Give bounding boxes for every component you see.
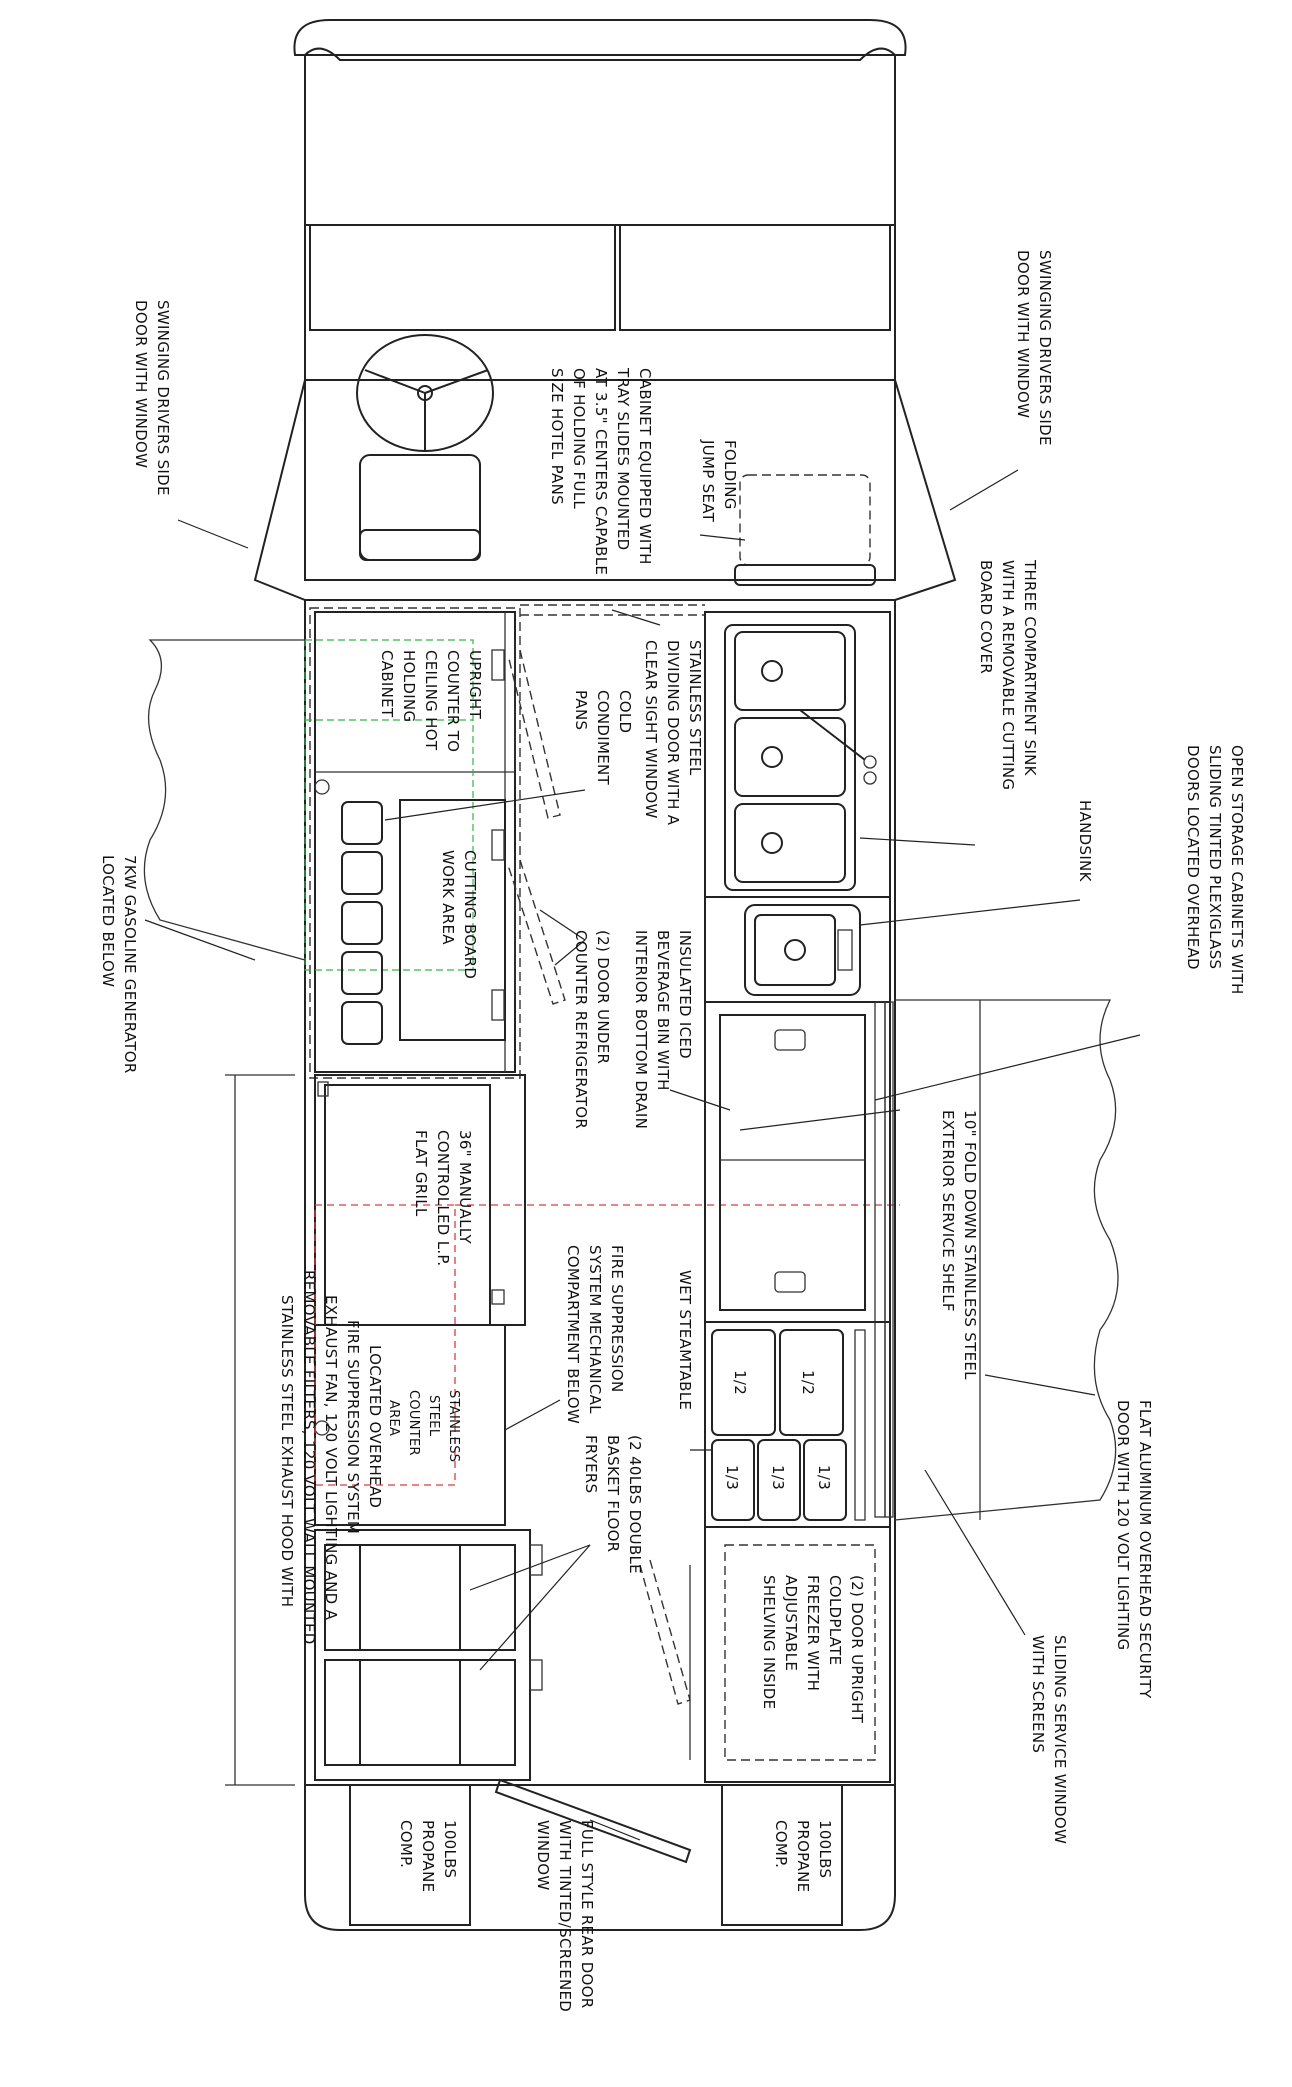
generator-label: 7KW GASOLINE GENERATOR LOCATED BELOW bbox=[99, 855, 139, 1079]
handsink bbox=[704, 896, 891, 1003]
fire-suppression-label: FIRE SUPPRESSION SYSTEM MECHANICAL COMPA… bbox=[564, 1245, 626, 1424]
exhaust-hood-outline bbox=[314, 1204, 456, 1486]
windshield-left bbox=[309, 224, 616, 331]
hot-holding-cabinet-label: UPRIGHT COUNTER TO CEILING HOT HOLDING C… bbox=[378, 650, 484, 757]
beverage-bin bbox=[704, 1001, 891, 1323]
fryers-label: (2 40LBS DOUBLE BASKET FLOOR FRYERS bbox=[582, 1435, 644, 1579]
fryers bbox=[314, 1529, 543, 1781]
jump-seat bbox=[734, 474, 876, 586]
driver-door-right-label: SWINGING DRIVERS SIDE DOOR WITH WINDOW bbox=[1014, 250, 1054, 451]
security-door-break-outline bbox=[894, 999, 1119, 1521]
condiment-pans bbox=[341, 801, 383, 1045]
service-window-label: SLIDING SERVICE WINDOW WITH SCREENS bbox=[1029, 1635, 1069, 1849]
open-storage-label: OPEN STORAGE CABINETS WITH SLIDING TINTE… bbox=[1184, 745, 1246, 1000]
hot-holding-cabinet-outline bbox=[304, 639, 474, 971]
flat-grill-label: 36" MANUALLY CONTROLLED L.P. FLAT GRILL bbox=[412, 1130, 474, 1272]
rear-door bbox=[494, 1778, 692, 1864]
steamtable-label: WET STEAMTABLE bbox=[676, 1270, 694, 1410]
three-compartment-sink-label: THREE COMPARTMENT SINK WITH A REMOVABLE … bbox=[977, 559, 1039, 795]
steering-wheel-icon bbox=[356, 334, 494, 452]
refrigerator-doors bbox=[491, 640, 566, 1021]
propane-compartment-right bbox=[721, 1784, 843, 1926]
freezer-label: (2) DOOR UPRIGHT COLDPLATE FREEZER WITH … bbox=[760, 1575, 866, 1728]
handsink-label: HANDSINK bbox=[1076, 800, 1094, 883]
three-compartment-sink bbox=[704, 611, 891, 898]
driver-seat bbox=[359, 454, 481, 561]
refrigerator-label: (2) DOOR UNDER COUNTER REFRIGERATOR bbox=[572, 930, 612, 1129]
hood-dimension-line bbox=[225, 1074, 295, 1786]
truck-cab bbox=[253, 19, 957, 601]
counter-area-label: STAINLESS STEEL COUNTER AREA bbox=[386, 1390, 461, 1467]
service-shelf-label: 10" FOLD DOWN STAINLESS STEEL EXTERIOR S… bbox=[939, 1110, 979, 1385]
wet-steamtable bbox=[704, 1321, 891, 1528]
cutting-board-work-area bbox=[399, 799, 506, 1041]
rear-door-label: FULL STYLE REAR DOOR WITH TINTED/SCREENE… bbox=[534, 1820, 596, 2017]
truck-body bbox=[304, 599, 896, 1931]
condiment-pans-label: COLD CONDIMENT PANS bbox=[572, 690, 634, 790]
leader-lines bbox=[144, 469, 1141, 1841]
pan-third-label: 1/3 bbox=[769, 1465, 787, 1490]
freezer bbox=[639, 1526, 891, 1783]
service-window-outline bbox=[884, 1001, 894, 1518]
propane-left-label: 100LBS PROPANE COMP. bbox=[397, 1820, 459, 1898]
generator-break-outline bbox=[143, 639, 306, 961]
pan-third-label: 1/3 bbox=[815, 1465, 833, 1490]
pan-half-label: 1/2 bbox=[731, 1370, 749, 1395]
cutting-board-label: CUTTING BOARD WORK AREA bbox=[439, 850, 479, 984]
pan-half-label: 1/2 bbox=[799, 1370, 817, 1395]
jump-seat-label: FOLDING JUMP SEAT bbox=[699, 439, 739, 523]
hot-cabinet-note-label: CABINET EQUIPPED WITH TRAY SLIDES MOUNTE… bbox=[548, 367, 654, 580]
propane-right-label: 100LBS PROPANE COMP. bbox=[772, 1820, 834, 1898]
security-door-label: FLAT ALUMINUM OVERHEAD SECURITY DOOR WIT… bbox=[1114, 1400, 1154, 1704]
service-shelf-outline bbox=[874, 1001, 886, 1518]
windshield-right bbox=[619, 224, 891, 331]
driver-door-left-label: SWINGING DRIVERS SIDE DOOR WITH WINDOW bbox=[132, 300, 172, 501]
propane-compartment-left bbox=[349, 1784, 471, 1926]
dividing-door-label: STAINLESS STEEL DIVIDING DOOR WITH A CLE… bbox=[642, 640, 704, 830]
exhaust-hood-label: STAINLESS STEEL EXHAUST HOOD WITH REMOVA… bbox=[278, 1270, 384, 1650]
beverage-bin-label: INSULATED ICED BEVERAGE BIN WITH INTERIO… bbox=[632, 930, 694, 1129]
left-counter-front bbox=[314, 611, 516, 1073]
pan-third-label: 1/3 bbox=[723, 1465, 741, 1490]
